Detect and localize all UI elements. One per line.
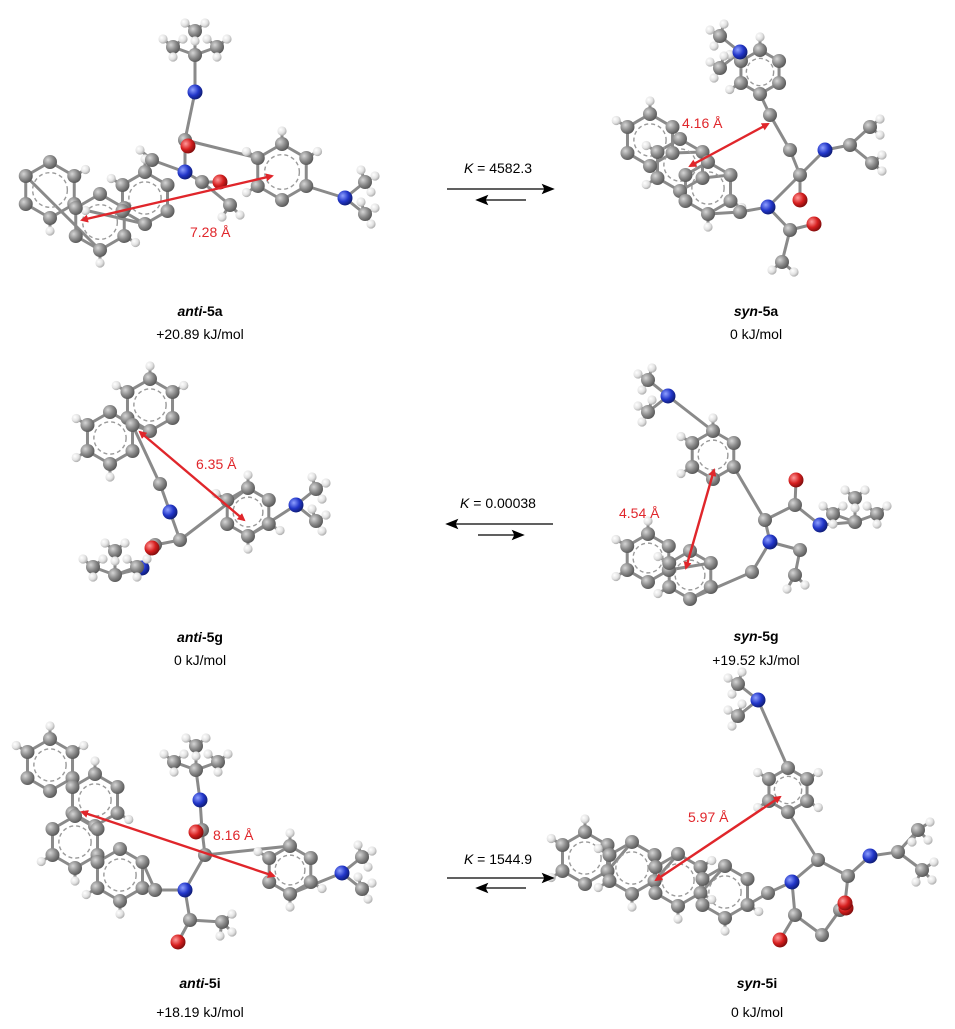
molecule-syn-5a bbox=[611, 19, 887, 277]
molecule-anti-5i bbox=[11, 721, 377, 950]
equilibrium-label-5g: K = 0.00038 bbox=[460, 495, 536, 511]
distance-label-syn-5g: 4.54 Å bbox=[619, 505, 660, 521]
distance-arrow-syn-5a bbox=[688, 122, 770, 168]
molecule-syn-5i bbox=[546, 667, 939, 948]
distance-label-anti-5g: 6.35 Å bbox=[196, 456, 237, 472]
energy-syn-5i: 0 kJ/mol bbox=[731, 1004, 783, 1020]
compound-name-syn-5g: syn-5g bbox=[733, 628, 778, 644]
energy-anti-5a: +20.89 kJ/mol bbox=[156, 326, 244, 342]
distance-arrow-syn-5g bbox=[683, 468, 717, 570]
equilibrium-arrows-5a bbox=[447, 183, 555, 206]
energy-syn-5g: +19.52 kJ/mol bbox=[712, 652, 800, 668]
equilibrium-arrows-5i bbox=[447, 872, 555, 894]
energy-syn-5a: 0 kJ/mol bbox=[730, 326, 782, 342]
distance-label-syn-5a: 4.16 Å bbox=[682, 115, 723, 131]
distance-label-syn-5i: 5.97 Å bbox=[688, 809, 729, 825]
energy-anti-5i: +18.19 kJ/mol bbox=[156, 1004, 244, 1020]
distance-arrow-anti-5i bbox=[80, 810, 276, 878]
distance-arrow-syn-5i bbox=[654, 795, 782, 882]
distance-arrow-anti-5g bbox=[138, 430, 246, 522]
equilibrium-arrows-5g bbox=[445, 518, 553, 541]
distance-label-anti-5a: 7.28 Å bbox=[190, 224, 231, 240]
molecule-syn-5g bbox=[611, 363, 892, 606]
equilibrium-label-5a: K = 4582.3 bbox=[464, 160, 532, 176]
compound-name-anti-5i: anti-5i bbox=[179, 975, 220, 991]
distance-label-anti-5i: 8.16 Å bbox=[213, 827, 254, 843]
compound-name-anti-5a: anti-5a bbox=[177, 303, 222, 319]
equilibrium-label-5i: K = 1544.9 bbox=[464, 851, 532, 867]
compound-name-syn-5i: syn-5i bbox=[737, 975, 777, 991]
compound-name-syn-5a: syn-5a bbox=[734, 303, 779, 319]
energy-anti-5g: 0 kJ/mol bbox=[174, 652, 226, 668]
compound-name-anti-5g: anti-5g bbox=[177, 629, 223, 645]
distance-arrow-anti-5a bbox=[80, 173, 274, 223]
